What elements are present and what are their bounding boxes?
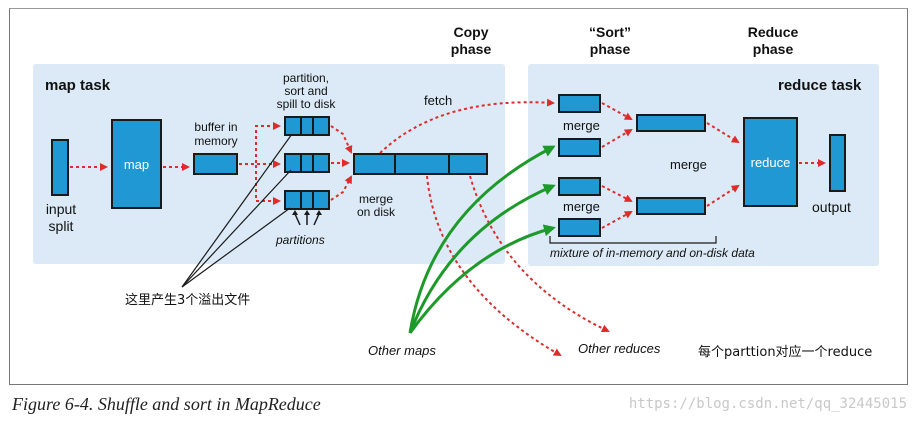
reduce-box: reduce [743,117,798,207]
merged-output-file [353,153,488,175]
arrow-other-map-to-seg3 [408,184,556,334]
spill-file-2 [284,153,330,173]
merge-bottom-label: merge [563,199,600,214]
arrow-seg3-to-merged [601,185,633,202]
figure-caption: Figure 6-4. Shuffle and sort in MapReduc… [12,394,321,414]
arrow-seg4-to-merged [601,211,633,229]
spill-files-annotation: 这里产生3个溢出文件 [125,289,251,308]
output-box [829,134,846,192]
fetched-segment-1 [558,94,601,113]
fetched-segment-4 [558,218,601,237]
input-split-box [51,139,69,196]
spill-file-2-divider [300,155,302,171]
arrow-to-other-reduces-1 [426,175,562,356]
mixture-bracket [549,236,717,244]
arrow-other-map-to-seg2 [408,145,556,334]
spill-file-3-divider [300,192,302,208]
partition-reduce-annotation: 每个parttion对应一个reduce [698,341,873,360]
sort-phase-label: “Sort”phase [589,24,631,57]
map-box-label: map [123,156,150,172]
spill-file-1 [284,116,330,136]
mixture-label: mixture of in-memory and on-disk data [550,246,755,260]
map-box: map [111,119,162,209]
arrow-other-map-to-seg4 [408,224,556,334]
other-reduces-label: Other reduces [578,341,661,356]
merged-segment-top [636,114,706,132]
partitions-label: partitions [276,233,325,247]
partition-pointer-3 [313,213,320,226]
reduce-task-title: reduce task [778,77,862,94]
output-label: output [812,199,851,215]
merged-output-divider [448,155,450,173]
arrow-spill-1-to-merge [330,125,353,154]
arrow-seg2-to-merged [601,128,633,148]
pointer-line-3 [181,207,291,288]
merge-top-label: merge [563,118,600,133]
fetched-segment-2 [558,138,601,157]
figure-frame [9,8,908,385]
reduce-box-label: reduce [750,154,791,170]
partition-pointer-1 [294,213,301,226]
spill-file-1-divider [300,118,302,134]
arrow-merged-top-to-reduce [706,122,740,144]
merged-segment-bottom [636,197,706,215]
arrow-seg1-to-merged [601,102,633,120]
spill-file-2-divider [312,155,314,171]
spill-file-3 [284,190,330,210]
arrow-buffer-to-spill-1 [239,122,281,165]
merge-middle-label: merge [670,157,707,172]
arrow-fetch [379,98,555,154]
fetch-label: fetch [424,93,453,108]
arrow-merged-bottom-to-reduce [706,184,740,207]
arrow-spill-3-to-merge [330,175,352,201]
spill-file-1-divider [312,118,314,134]
pointer-line-2 [181,169,292,288]
fetched-segment-3 [558,177,601,196]
watermark: https://blog.csdn.net/qq_32445015 [628,396,907,412]
map-task-title: map task [45,77,111,94]
spill-file-3-divider [312,192,314,208]
merged-output-divider [394,155,396,173]
arrow-buffer-to-spill-3 [239,163,281,205]
other-maps-label: Other maps [368,343,436,358]
pointer-line-1 [181,133,293,288]
buffer-box [193,153,238,175]
